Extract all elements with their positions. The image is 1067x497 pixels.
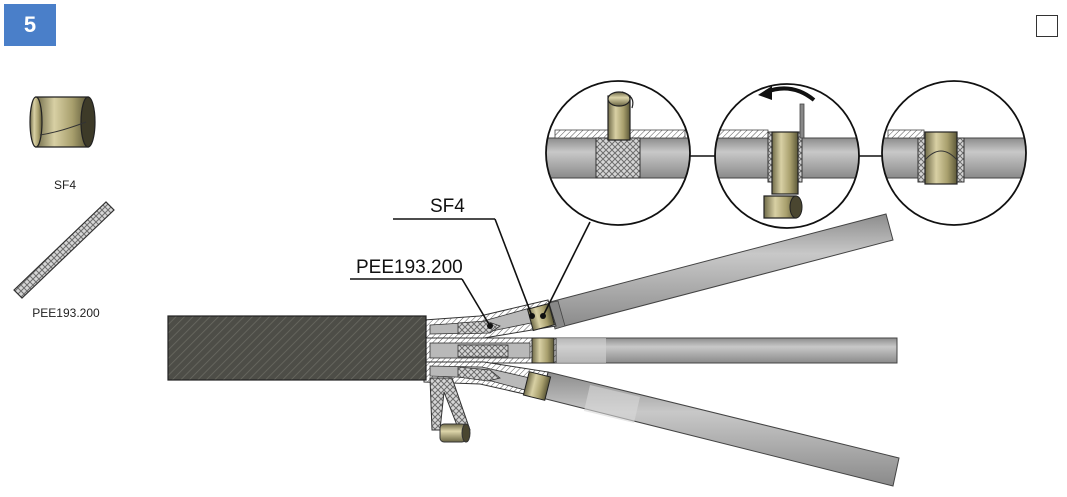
- step-number-badge: 5: [4, 4, 56, 46]
- rotate-arrow-icon: [758, 86, 816, 102]
- lower-conductor: [541, 371, 900, 487]
- step-complete-checkbox[interactable]: [1036, 15, 1058, 37]
- sleeve-installed-detail: [881, 80, 1027, 226]
- callout-sf4: SF4: [393, 196, 535, 319]
- sleeve-lower: [522, 371, 552, 401]
- brass-sleeve-icon: [29, 96, 96, 148]
- sleeve-middle: [531, 337, 555, 364]
- place-sleeve-detail: [545, 80, 691, 226]
- callout-label-pee: PEE193.200: [356, 257, 463, 278]
- callout-pee: PEE193.200: [350, 257, 493, 329]
- upper-conductor: [547, 213, 894, 330]
- callout-label-sf4: SF4: [430, 196, 465, 217]
- main-cable-jacket: [167, 315, 427, 381]
- part-caption-sf4: SF4: [53, 178, 76, 192]
- middle-conductor: [555, 337, 898, 364]
- braided-strip-icon: [13, 201, 115, 299]
- drain-braid: [429, 377, 471, 443]
- rotate-sleeve-detail: [714, 83, 860, 229]
- detail-leader: [540, 221, 591, 319]
- part-caption-pee: PEE193.200: [32, 306, 100, 320]
- braided-shield-sections: [457, 320, 509, 382]
